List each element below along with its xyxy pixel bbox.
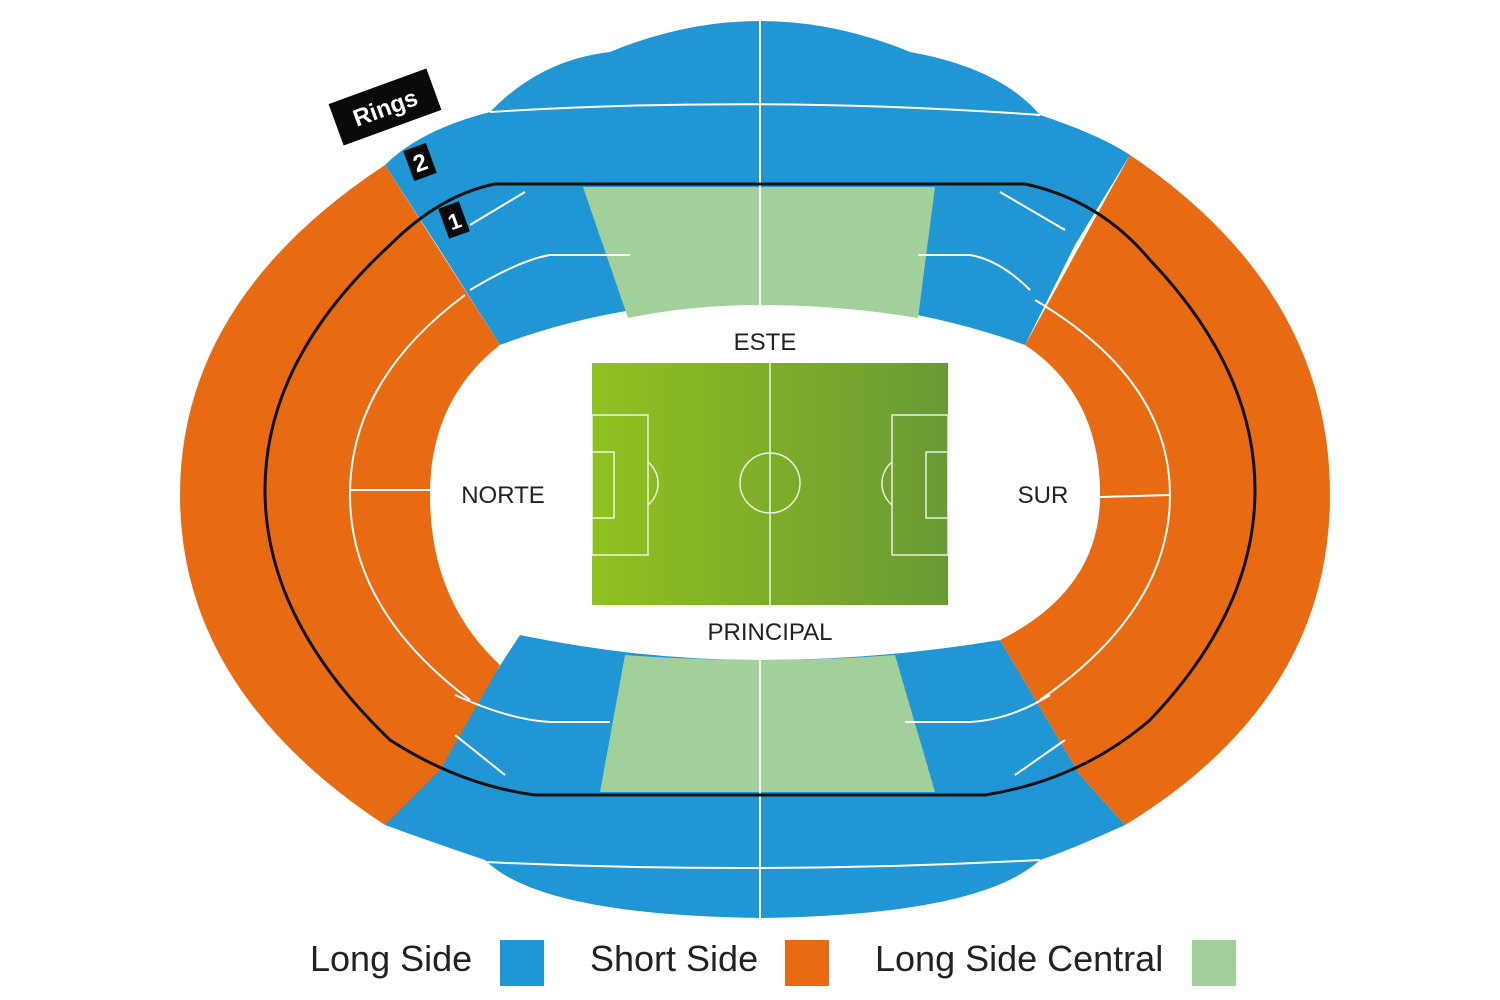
track-ring [263,182,1257,797]
legend-label-short-side: Short Side [590,938,759,979]
rings-badge: Rings [328,68,442,146]
north-stand[interactable] [180,165,500,825]
legend-label-long-side: Long Side [310,938,473,979]
legend-swatch-long-side-central [1192,940,1236,986]
stand-label-south: SUR [1018,482,1069,509]
stand-label-east: ESTE [734,329,797,356]
stand-label-north: NORTE [461,482,545,509]
main-central-stand[interactable] [600,655,935,792]
football-pitch [591,363,949,605]
legend-swatch-short-side [785,940,829,986]
legend: Long Side Short Side Long Side Central [0,930,1500,990]
ring-2-badge: 2 [403,142,437,182]
stadium-map: ESTE PRINCIPAL NORTE SUR Rings 2 1 [180,20,1330,918]
legend-label-long-side-central: Long Side Central [875,938,1164,979]
legend-swatch-long-side [500,940,544,986]
section-dividers [348,20,1172,918]
ring-1-badge: 1 [438,201,470,239]
stand-label-main: PRINCIPAL [708,619,833,646]
south-stand[interactable] [1000,155,1330,825]
